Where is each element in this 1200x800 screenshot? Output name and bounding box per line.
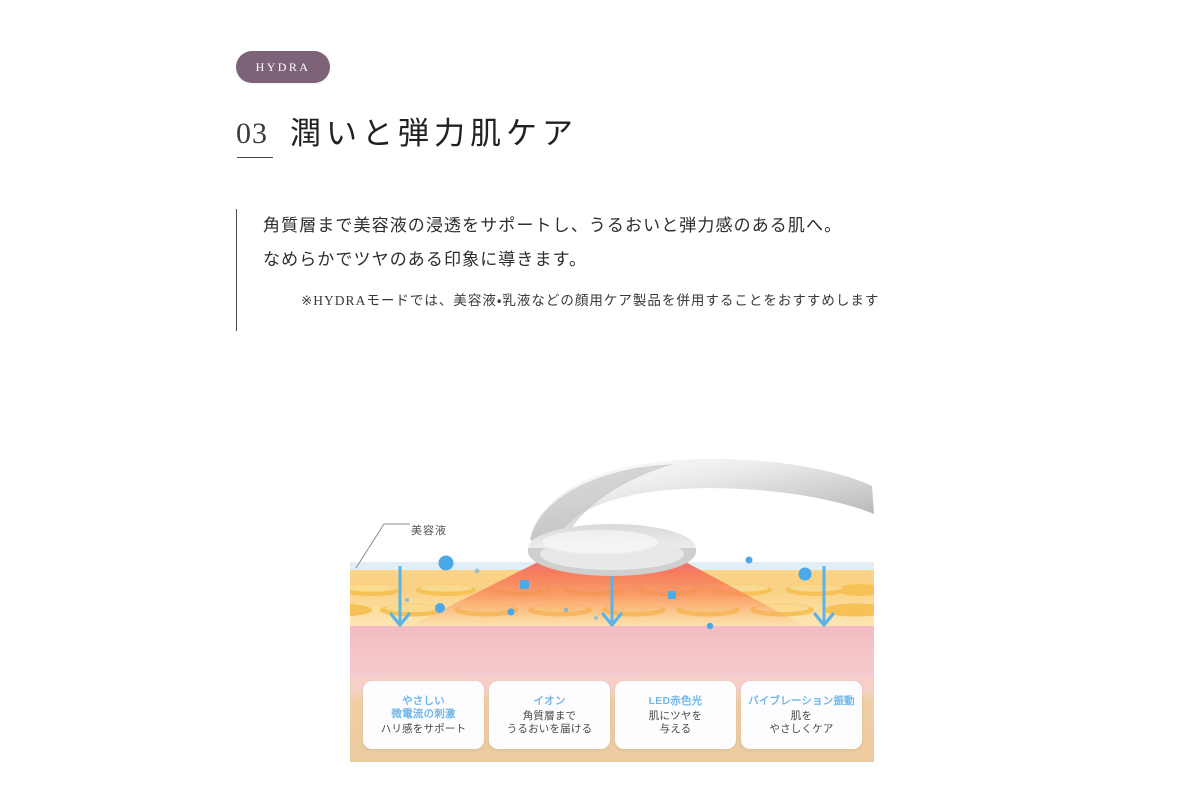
feature-card-body: 角質層まで うるおいを届ける <box>507 710 593 736</box>
section-number: 03 <box>236 117 268 150</box>
feature-card-title-line-1: LED赤色光 <box>648 694 703 707</box>
feature-card-title-line-1: バイブレーション振動 <box>748 694 855 707</box>
feature-card-title-line-1: やさしい <box>402 694 445 707</box>
description-line-2: なめらかでツヤのある印象に導きます。 <box>263 250 588 269</box>
feature-card-body-line-1: 肌にツヤを <box>648 709 703 722</box>
feature-card-title: イオン <box>533 695 565 708</box>
hydra-badge: HYDRA <box>236 51 330 83</box>
device-head-gloss <box>542 530 658 554</box>
feature-card-body: 肌を やさしくケア <box>769 710 833 736</box>
feature-card-body: ハリ感をサポート <box>381 723 467 736</box>
feature-card-body: 肌にツヤを 与える <box>649 710 703 736</box>
feature-card: LED赤色光 肌にツヤを 与える <box>615 681 736 749</box>
page-title: 潤いと弾力肌ケア <box>290 116 578 151</box>
feature-card-body-line-2: 与える <box>659 722 692 735</box>
penetration-arrow <box>813 566 835 627</box>
serum-leader-line <box>355 523 410 569</box>
feature-card-body-line-2: うるおいを届ける <box>506 722 593 735</box>
device-body-shade <box>530 464 674 546</box>
description-line-1: 角質層まで美容液の浸透をサポートし、うるおいと弾力感のある肌へ。 <box>263 216 843 235</box>
led-light-cone <box>410 558 805 626</box>
skin-cross-section-illustration <box>350 440 874 762</box>
feature-card-body-line-1: 肌を <box>790 709 813 722</box>
description-block: 角質層まで美容液の浸透をサポートし、うるおいと弾力感のある肌へ。 なめらかでツヤ… <box>236 209 879 331</box>
description-note: ※HYDRAモードでは、美容液・乳液などの顔用ケア製品を併用することをおすすめし… <box>301 293 880 308</box>
serum-label: 美容液 <box>411 525 447 537</box>
feature-card-title: やさしい 微電流の刺激 <box>391 695 455 721</box>
serum-droplets <box>404 555 812 630</box>
feature-card-body-line-1: ハリ感をサポート <box>380 722 467 735</box>
device-illustration <box>528 458 874 576</box>
feature-card: やさしい 微電流の刺激 ハリ感をサポート <box>363 681 484 749</box>
feature-card-body-line-1: 角質層まで <box>522 709 577 722</box>
penetration-arrows <box>389 566 835 627</box>
penetration-arrow <box>389 566 411 627</box>
feature-card-title-line-1: イオン <box>533 694 566 707</box>
section-heading: 03 潤いと弾力肌ケア <box>236 116 578 158</box>
feature-card-body-line-2: やさしくケア <box>769 722 834 735</box>
section-number-wrap: 03 <box>236 117 278 158</box>
feature-card: イオン 角質層まで うるおいを届ける <box>489 681 610 749</box>
feature-card: バイブレーション振動 肌を やさしくケア <box>741 681 862 749</box>
feature-card-title: バイブレーション振動 <box>748 695 855 708</box>
feature-card-title: LED赤色光 <box>649 695 703 708</box>
section-number-underline <box>237 157 273 158</box>
feature-card-list: やさしい 微電流の刺激 ハリ感をサポート イオン 角質層まで うるおいを届ける … <box>363 681 862 749</box>
hydra-badge-label: HYDRA <box>255 59 311 74</box>
feature-card-title-line-2: 微電流の刺激 <box>391 707 456 720</box>
